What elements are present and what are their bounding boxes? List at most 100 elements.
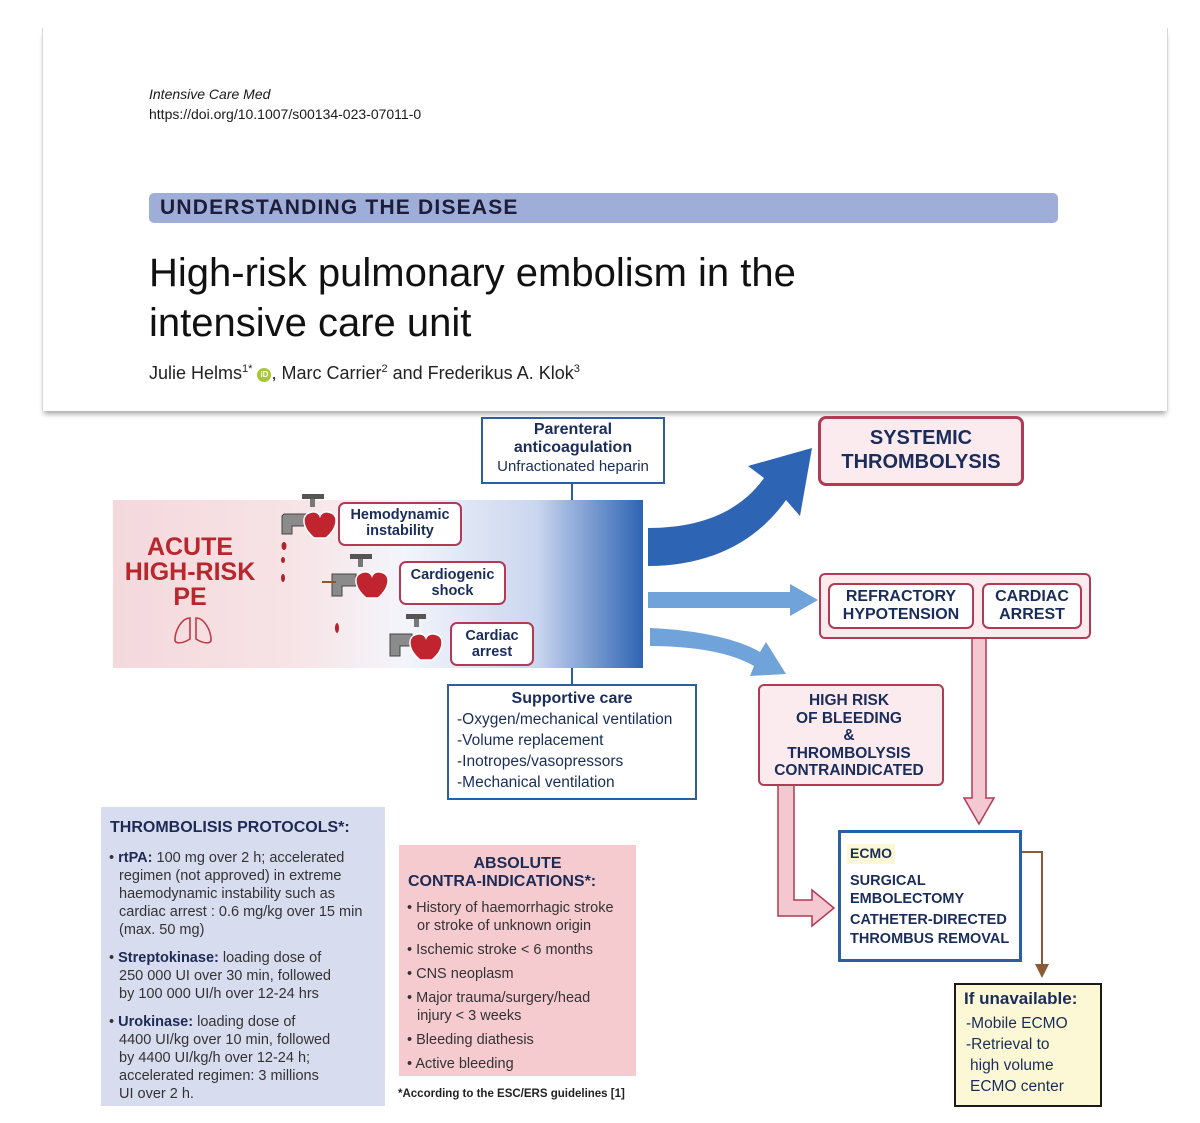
protocol-item: • Streptokinase: loading dose of 250 000… [109, 949, 385, 1003]
section-label: UNDERSTANDING THE DISEASE [160, 196, 519, 219]
drug-name: rtPA: [118, 850, 153, 866]
drug-name: Streptokinase: [118, 950, 219, 966]
protocols-title: THROMBOLISIS PROTOCOLS*: [110, 819, 350, 836]
article-title: High-risk pulmonary embolism in the inte… [149, 248, 1049, 348]
author-separator: and [387, 363, 428, 383]
author-affiliation: 2 [381, 363, 388, 375]
pe-title-line: PE [173, 583, 207, 611]
systemic-label: SYSTEMIC [869, 427, 973, 449]
contra-text: Active bleeding [415, 1056, 514, 1072]
ecmo-text: ECMO [850, 845, 892, 861]
anticoagulation-box: Parenteral anticoagulation Unfractionate… [481, 417, 665, 484]
ecmo-to-unavailable-arrowhead [1035, 964, 1049, 978]
author-affiliation: 3 [573, 363, 580, 375]
unavailable-item: high volume [970, 1057, 1054, 1074]
faucet-heart-icon [389, 614, 443, 661]
supportive-list: -Oxygen/mechanical ventilation -Volume r… [449, 709, 695, 793]
orcid-icon[interactable]: iD [257, 368, 272, 382]
contra-text: Bleeding diathesis [416, 1032, 534, 1048]
pe-title: ACUTE HIGH-RISK PE [118, 535, 262, 610]
contra-item: • CNS neoplasm [407, 966, 514, 982]
contra-item: • Bleeding diathesis [407, 1032, 534, 1048]
author-name[interactable]: Julie Helms [149, 363, 243, 383]
refractory-to-ecmo-arrow [962, 635, 996, 826]
contraindications-panel: ABSOLUTE CONTRA-INDICATIONS*: • History … [399, 845, 636, 1076]
bleeding-label: & [843, 727, 855, 744]
supportive-item: -Mechanical ventilation [457, 774, 615, 791]
protocol-text: 250 000 UI over 30 min, followed [119, 968, 331, 984]
protocol-text: loading dose of [222, 950, 322, 966]
protocol-text: 100 mg over 2 h; accelerated [156, 850, 345, 866]
title-line-2: intensive care unit [149, 301, 472, 345]
faucet-heart-icon [322, 554, 389, 633]
bleeding-arrow [650, 628, 786, 676]
cardiogenic-shock-box: Cardiogenic shock [399, 561, 506, 605]
refractory-arrow [648, 584, 818, 616]
systemic-label: THROMBOLYSIS [841, 451, 1001, 473]
contra-text: Ischemic stroke < 6 months [416, 942, 593, 958]
drug-name: Urokinase: [118, 1014, 194, 1030]
hemodynamic-instability-box: Hemodynamic instability [338, 502, 462, 546]
if-unavailable-box: If unavailable: -Mobile ECMO -Retrieval … [954, 983, 1102, 1107]
cardiac-arrest-condition-box: Cardiac arrest [450, 622, 534, 666]
contra-text: injury < 3 weeks [417, 1008, 522, 1024]
protocol-text: UI over 2 h. [119, 1086, 194, 1102]
title-line-1: High-risk pulmonary embolism in the [149, 251, 796, 295]
condition-label: Cardiogenic [410, 567, 495, 583]
catheter-label: THROMBUS REMOVAL [850, 931, 1010, 947]
refractory-label: HYPOTENSION [842, 606, 960, 623]
guidelines-footnote: *According to the ESC/ERS guidelines [1] [398, 1088, 625, 1100]
anticoag-drug: Unfractionated heparin [497, 458, 649, 475]
unavailable-item: -Retrieval to [966, 1036, 1050, 1053]
protocol-text: loading dose of [197, 1014, 296, 1030]
supportive-item: -Oxygen/mechanical ventilation [457, 711, 673, 728]
condition-label: Hemodynamic [350, 507, 450, 523]
ecmo-label: ECMO [847, 844, 895, 864]
bleeding-to-ecmo-arrow [777, 781, 836, 928]
anticoag-title: anticoagulation [513, 439, 633, 456]
author-list: Julie Helms1* iD, Marc Carrier2 and Fred… [149, 363, 580, 384]
supportive-item: -Volume replacement [457, 732, 604, 749]
surgical-label: EMBOLECTOMY [850, 891, 965, 907]
contra-text: Major trauma/surgery/head [416, 990, 591, 1006]
contra-item: • Ischemic stroke < 6 months [407, 942, 593, 958]
contra-text: or stroke of unknown origin [417, 918, 592, 934]
cardiac-arrest-box: CARDIAC ARREST [982, 583, 1082, 629]
catheter-label: CATHETER-DIRECTED [850, 912, 1007, 928]
author-name[interactable]: Frederikus A. Klok [427, 363, 574, 383]
anticoag-title: Parenteral [533, 421, 613, 438]
author-affiliation: 1* [242, 363, 253, 375]
bleeding-label: CONTRAINDICATED [774, 762, 924, 779]
unavailable-list: -Mobile ECMO -Retrieval to high volume E… [966, 1013, 1100, 1097]
condition-label: arrest [471, 644, 513, 660]
protocol-text: by 4400 UI/kg/h over 12-24 h; [119, 1050, 311, 1066]
ecmo-surgery-box: ECMO SURGICAL EMBOLECTOMY CATHETER-DIREC… [838, 830, 1022, 962]
protocol-text: accelerated regimen: 3 millions [119, 1068, 319, 1084]
bleeding-label: HIGH RISK [808, 692, 890, 709]
doi-link[interactable]: https://doi.org/10.1007/s00134-023-07011… [149, 106, 422, 122]
contra-text: History of haemorrhagic stroke [416, 900, 614, 916]
contra-text: CNS neoplasm [416, 966, 514, 982]
protocol-text: regimen (not approved) in extreme [119, 868, 342, 884]
journal-name: Intensive Care Med [149, 86, 271, 102]
surgical-label: SURGICAL [850, 873, 926, 889]
bleeding-label: THROMBOLYSIS [787, 744, 911, 762]
supportive-title: Supportive care [511, 690, 633, 707]
protocol-text: haemodynamic instability such as [119, 886, 335, 902]
systemic-arrow [648, 448, 812, 566]
pe-title-line: HIGH-RISK [124, 558, 256, 586]
protocol-item: • rtPA: 100 mg over 2 h; accelerated reg… [109, 849, 385, 939]
refractory-label: REFRACTORY [845, 588, 957, 605]
condition-label: shock [431, 583, 474, 599]
lungs-icon [174, 617, 212, 644]
supportive-item: -Inotropes/vasopressors [457, 753, 624, 770]
author-separator: , [271, 363, 282, 383]
protocol-text: by 100 000 UI/h over 12-24 hrs [119, 986, 319, 1002]
bleeding-label: OF BLEEDING [796, 709, 902, 727]
condition-label: instability [366, 523, 434, 539]
supportive-care-box: Supportive care -Oxygen/mechanical venti… [447, 684, 697, 800]
author-name[interactable]: Marc Carrier [281, 363, 382, 383]
